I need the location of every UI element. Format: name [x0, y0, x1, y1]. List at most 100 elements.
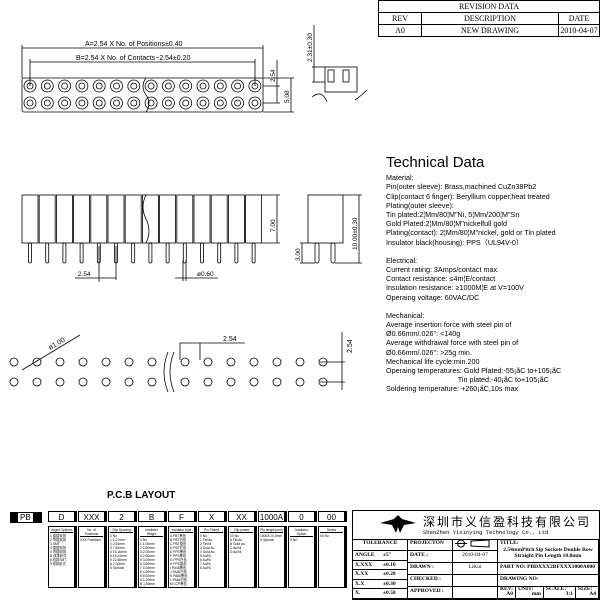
pcb-hole	[295, 357, 305, 367]
part-field-header: Insulator Height	[140, 528, 163, 537]
part-field-value: F	[168, 511, 195, 522]
contact-clip	[234, 99, 242, 107]
dim-width-label: 5.08	[284, 90, 291, 103]
part-field-header: Clip Spacing	[110, 528, 133, 533]
part-field-header: No. of Positions	[80, 528, 103, 537]
approved-label: APPROVED :	[408, 587, 453, 599]
contact-clip	[113, 82, 120, 90]
part-field-value: 00	[318, 511, 345, 522]
part-field-option: D PBT红色	[170, 546, 187, 550]
tech-line: Insulator black(housing): PPS（UL94V-0）	[386, 237, 524, 247]
tech-line: Average withdrawal force with steel pin …	[386, 338, 519, 348]
tolerance-value: ±5°	[383, 552, 391, 558]
part-field-option: S Special	[110, 566, 124, 570]
part-field-option: I PA46黑色	[170, 566, 187, 570]
contact-hole	[231, 79, 245, 93]
rev-cell: REV:A0	[498, 587, 516, 599]
contact-clip	[61, 82, 68, 90]
pcb-hole	[124, 377, 134, 387]
tech-line: Insulation resistance: ≥1000M¦E at V=100…	[386, 283, 524, 293]
pcb-hole	[78, 357, 88, 367]
part-field-option: 8 4.50mm	[140, 570, 155, 574]
part-field-option: 7 Au/Ni	[200, 562, 211, 566]
pcb-hole	[226, 357, 236, 367]
contact-hole	[179, 79, 193, 93]
part-field-option: 9 5.00mm	[140, 574, 155, 578]
pcb-hole	[295, 377, 305, 387]
part-field-option: K PA66黑色	[170, 574, 188, 578]
socket-body	[107, 194, 125, 244]
part-field-option: S Special	[140, 586, 154, 588]
part-field-option: 2 2.54mm	[110, 542, 125, 546]
tech-line: Tin plated:2¦Mm/80¦M"Ni, 5¦Mm/200¦M"Sn	[386, 210, 520, 220]
part-no-label: PART NO:	[500, 564, 526, 570]
part-field-option: 0 No	[140, 538, 147, 542]
contact-hole	[213, 96, 227, 110]
contact-hole	[75, 79, 89, 93]
dim-pitch-h-label: 2.54	[78, 271, 91, 278]
part-field-option: C PBT蓝色	[170, 542, 187, 546]
socket-pin	[148, 242, 153, 264]
part-field-option: 2 弯插双排	[50, 538, 66, 542]
part-field-header: Clip plated	[230, 528, 253, 533]
part-field-option: J PA46白色	[170, 570, 187, 574]
socket-body	[245, 194, 263, 244]
unit-value: mm	[531, 591, 541, 597]
contact-hole	[161, 79, 175, 93]
part-field-option: B 双排卧式	[50, 554, 67, 558]
part-no-value: PBDXXX2BFXXX1000A000	[527, 564, 595, 570]
contact-hole	[231, 96, 245, 110]
tech-line: Soldering temperature: +260¡ãC,10s max	[386, 384, 519, 394]
socket-body	[90, 194, 108, 244]
checked-label: CHECKED :	[408, 575, 453, 587]
part-field-value: XXX	[78, 511, 105, 522]
part-field-option: 6 15.24mm	[110, 554, 127, 558]
part-field-option: 6 3.50mm	[140, 562, 155, 566]
contact-clip	[78, 99, 86, 107]
part-field-option: 7 4.00mm	[140, 566, 155, 570]
tolerance-value: ±0.50	[383, 590, 396, 597]
tolerance-row: ANGLE±5°	[353, 551, 408, 561]
part-field-option: S Special	[260, 538, 274, 542]
part-field-option: 8 双排SMT	[50, 558, 67, 562]
company-name-en: ShenZhen Yixinying Technology Co., Ltd	[423, 529, 549, 536]
contact-clip	[182, 82, 190, 90]
drawn-value: LiKui	[453, 563, 498, 575]
pcb-hole	[272, 377, 282, 387]
socket-pin	[62, 242, 67, 264]
part-field-option: 4 Gold Au	[200, 550, 215, 554]
part-field-option: 1 1.27mm	[110, 538, 125, 542]
part-field-option: 1 直插双排	[50, 534, 66, 538]
dim-tail-label: 3.00	[295, 248, 302, 261]
pcb-hole	[124, 357, 134, 367]
contact-hole	[213, 79, 227, 93]
contact-clip	[130, 99, 138, 107]
tech-line: Operaing temperatures: Gold Plated:-55¡ã…	[386, 366, 562, 376]
pcb-hole	[101, 377, 111, 387]
part-field-header: Insulator type	[170, 528, 193, 533]
dim-b-label: B=2.54 X No. of Contacts−2.54±0.20	[76, 55, 190, 62]
socket-pin	[217, 242, 222, 264]
contact-clip	[182, 99, 190, 107]
rev-value: A0	[506, 591, 513, 597]
dim-total-label: 10.00±0.30	[352, 217, 359, 250]
tolerance-label: TOLERANCE	[353, 539, 408, 551]
title-line-2: Straight Pin Length 10.0mm	[514, 553, 582, 559]
part-field-option: 5 弯插双排	[50, 550, 66, 554]
contact-hole	[196, 79, 210, 93]
tech-line: Ø0.66mm/.026": <140g	[386, 329, 461, 339]
tech-line: Current rating: 3Amps/contact max.	[386, 265, 500, 275]
contact-clip	[164, 82, 172, 90]
contact-clip	[251, 82, 259, 90]
rev-label: REV:	[500, 587, 513, 592]
part-field-header: Insulator Option	[290, 528, 313, 537]
part-field-option: 3 SMT	[50, 542, 60, 546]
tolerance-value: ±0.30	[383, 580, 396, 587]
contact-clip	[113, 99, 120, 107]
technical-data-title: Technical Data	[386, 154, 485, 171]
socket-body	[124, 194, 142, 244]
date-cell: 2010-04-07	[558, 24, 600, 37]
